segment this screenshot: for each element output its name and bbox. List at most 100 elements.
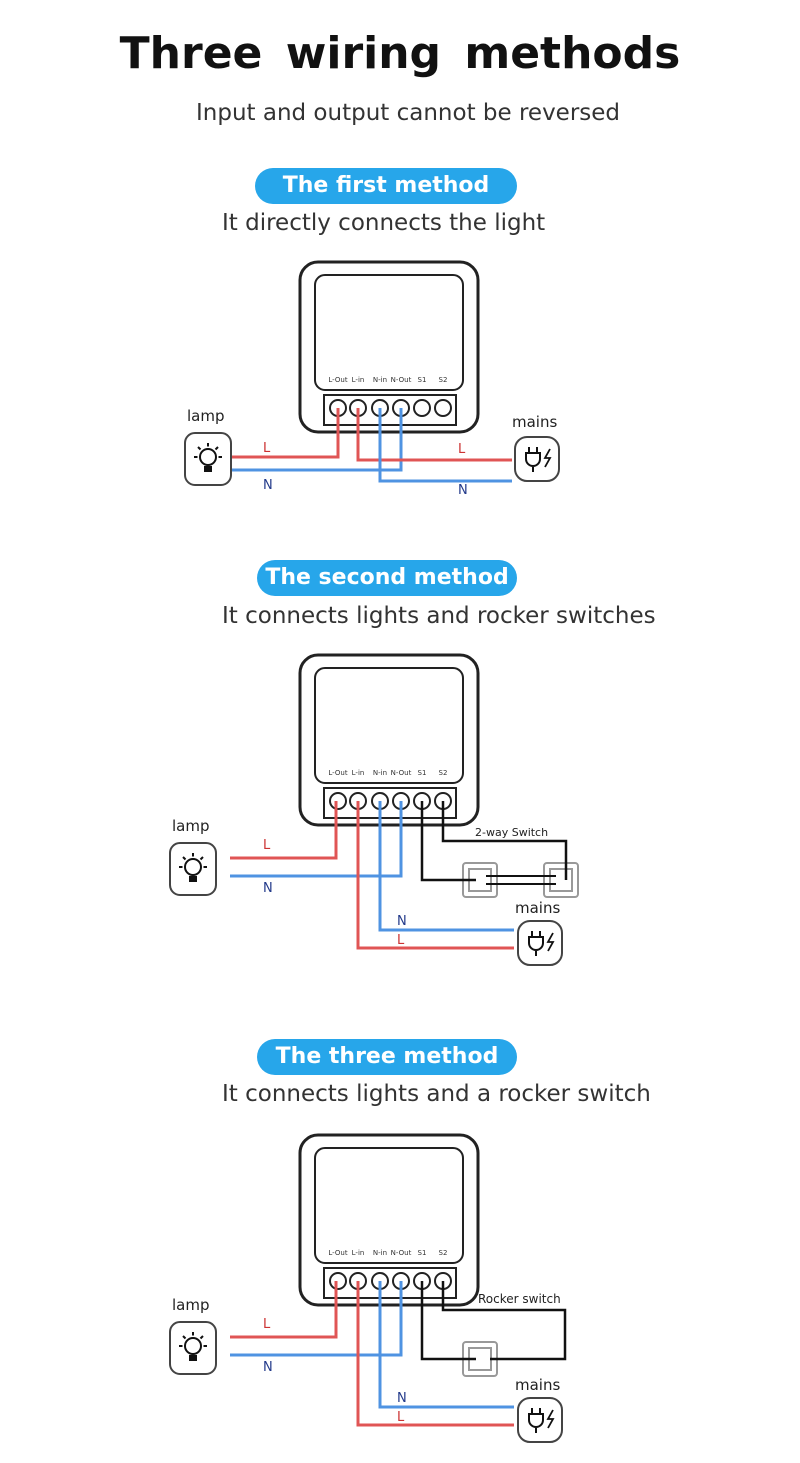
- wire-label-n: N: [397, 914, 407, 929]
- terminal-label-l-out: L-Out: [328, 1249, 347, 1257]
- wire-s1: [420, 1281, 476, 1361]
- terminal-label-s1: S1: [418, 1249, 427, 1257]
- wire-mains-neutral: [378, 1281, 514, 1409]
- relay-module-panel: [314, 667, 464, 784]
- light-bulb-icon: [184, 1337, 202, 1355]
- terminal-l-out: [329, 1272, 347, 1290]
- lamp-label: lamp: [187, 407, 225, 425]
- wire-label-n: N: [263, 478, 273, 493]
- terminal-label-s2: S2: [439, 1249, 448, 1257]
- relay-module: L-Out L-in N-in N-Out S1 S2: [298, 260, 480, 434]
- relay-module: L-Out L-in N-in N-Out S1 S2: [298, 1133, 480, 1307]
- light-ray-icon: [199, 1335, 204, 1340]
- light-bulb-base-icon: [189, 876, 197, 882]
- lightning-icon: [546, 1409, 555, 1429]
- terminal-label-n-in: N-in: [373, 1249, 387, 1257]
- terminal-label-l-out: L-Out: [328, 769, 347, 777]
- mains-box: [514, 436, 560, 482]
- terminal-s1: [413, 399, 431, 417]
- lamp-label: lamp: [172, 1296, 210, 1314]
- wire-lamp-live: [232, 408, 340, 459]
- lamp-box: [169, 842, 217, 896]
- wire-mains-live: [356, 1281, 514, 1427]
- mains-box: [517, 920, 563, 966]
- lamp-label: lamp: [172, 817, 210, 835]
- light-bulb-icon: [184, 858, 202, 876]
- method-1-title: The first method: [255, 168, 517, 204]
- wire-mains-neutral: [378, 801, 514, 932]
- light-ray-icon: [182, 1335, 187, 1340]
- lamp-box: [184, 432, 232, 486]
- plug-icon: [528, 1408, 544, 1433]
- wire-label-n: N: [263, 1360, 273, 1375]
- terminal-s2: [434, 399, 452, 417]
- mains-label: mains: [512, 413, 557, 431]
- method-1-description: It directly connects the light: [222, 210, 546, 236]
- lightning-icon: [546, 932, 555, 952]
- wire-lamp-neutral: [230, 1281, 403, 1357]
- page-subtitle: Input and output cannot be reversed: [195, 100, 621, 126]
- relay-module-panel: [314, 274, 464, 391]
- two-way-switch-2-rocker: [549, 868, 573, 892]
- terminal-label-s2: S2: [439, 769, 448, 777]
- mains-box: [517, 1397, 563, 1443]
- terminal-label-l-out: L-Out: [328, 376, 347, 384]
- wire-lamp-live: [230, 1281, 338, 1339]
- wire-label-l: L: [263, 441, 271, 456]
- wire-lamp-neutral: [230, 801, 403, 878]
- light-bulb-base-icon: [204, 466, 212, 472]
- terminal-l-out: [329, 792, 347, 810]
- plug-icon: [525, 447, 541, 472]
- method-2-description: It connects lights and rocker switches: [222, 603, 656, 629]
- terminal-label-s1: S1: [418, 376, 427, 384]
- relay-module: L-Out L-in N-in N-Out S1 S2: [298, 653, 480, 827]
- method-2-title: The second method: [257, 560, 517, 596]
- light-ray-icon: [199, 856, 204, 861]
- terminal-label-s2: S2: [439, 376, 448, 384]
- terminal-label-l-in: L-in: [352, 769, 365, 777]
- switch-label: Rocker switch: [478, 1292, 561, 1306]
- wire-label-l: L: [263, 838, 271, 853]
- mains-label: mains: [515, 1376, 560, 1394]
- wire-label-n: N: [458, 483, 468, 498]
- terminal-label-s1: S1: [418, 769, 427, 777]
- relay-module-panel: [314, 1147, 464, 1264]
- light-ray-icon: [197, 446, 202, 451]
- plug-icon: [528, 931, 544, 956]
- wire-mains-live: [356, 801, 514, 950]
- wire-mains-live: [356, 408, 512, 462]
- wire-lamp-live: [230, 801, 338, 860]
- method-3-description: It connects lights and a rocker switch: [222, 1081, 651, 1107]
- wire-label-n: N: [263, 881, 273, 896]
- wire-mains-neutral: [378, 408, 512, 483]
- wire-label-l: L: [397, 1410, 405, 1425]
- lightning-icon: [543, 448, 552, 468]
- mains-label: mains: [515, 899, 560, 917]
- terminal-label-n-in: N-in: [373, 769, 387, 777]
- light-bulb-base-icon: [189, 1355, 197, 1361]
- terminal-label-l-in: L-in: [352, 1249, 365, 1257]
- page-title: Three wiring methods: [119, 28, 681, 79]
- wire-s2: [441, 801, 568, 880]
- wire-label-l: L: [263, 1317, 271, 1332]
- terminal-strip: [323, 1267, 457, 1299]
- wire-label-n: N: [397, 1391, 407, 1406]
- wire-s1: [420, 801, 476, 882]
- method-3-title: The three method: [257, 1039, 517, 1075]
- terminal-label-n-in: N-in: [373, 376, 387, 384]
- lamp-box: [169, 1321, 217, 1375]
- terminal-label-n-out: N-Out: [391, 1249, 412, 1257]
- light-bulb-icon: [199, 448, 217, 466]
- switch-label: 2-way Switch: [475, 826, 548, 839]
- terminal-label-n-out: N-Out: [391, 769, 412, 777]
- light-ray-icon: [182, 856, 187, 861]
- wire-lamp-neutral: [232, 408, 403, 472]
- wire-s2: [441, 1281, 567, 1361]
- terminal-label-l-in: L-in: [352, 376, 365, 384]
- terminal-label-n-out: N-Out: [391, 376, 412, 384]
- wire-label-l: L: [458, 442, 466, 457]
- light-ray-icon: [214, 446, 219, 451]
- wire-label-l: L: [397, 933, 405, 948]
